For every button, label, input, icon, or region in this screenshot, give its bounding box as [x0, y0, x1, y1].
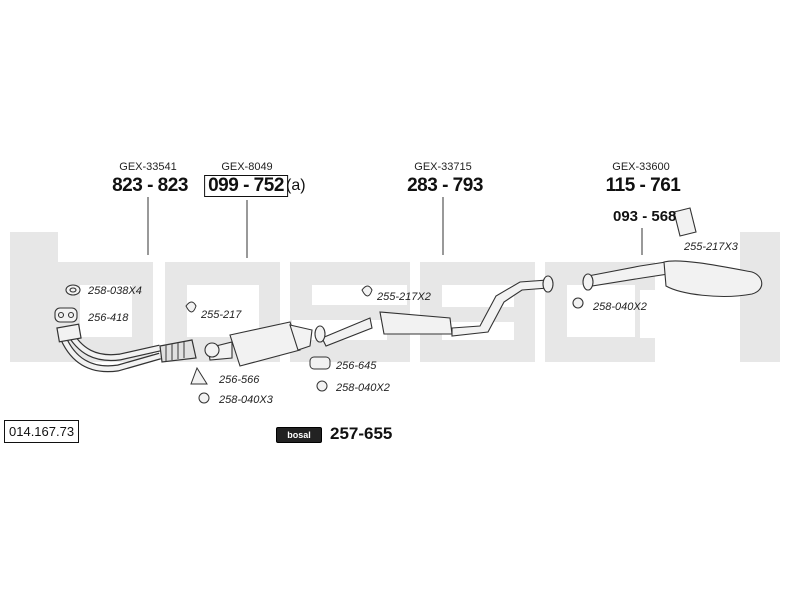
ref-label-6: 255-217X2	[377, 291, 431, 303]
ref-label-1: 258-038X4	[88, 285, 142, 297]
ref-label-5: 258-040X3	[219, 394, 273, 406]
part-number-2[interactable]: 099 - 752	[204, 175, 288, 197]
ref-label-2: 256-418	[88, 312, 129, 324]
catalytic-converter-part[interactable]	[204, 321, 313, 367]
leader-lines	[147, 197, 643, 258]
ref-label-9: 255-217X3	[684, 241, 738, 253]
rear-silencer-part[interactable]	[572, 207, 763, 309]
ref-label-4: 256-566	[219, 374, 260, 386]
catalog-number: 014.167.73	[4, 420, 80, 443]
kit-number[interactable]: 257-655	[330, 424, 393, 443]
part-number-1[interactable]: 823 - 823	[112, 175, 188, 196]
part-number-3[interactable]: 283 - 793	[407, 175, 483, 196]
part-number-4[interactable]: 115 - 761	[605, 175, 681, 196]
gex-label-2: GEX-8049	[221, 161, 273, 173]
middle-silencer-part[interactable]	[314, 275, 554, 347]
gex-label-1: GEX-33541	[119, 161, 177, 173]
ref-label-7: 256-645	[336, 360, 377, 372]
front-pipe-part[interactable]	[56, 323, 197, 373]
part-suffix-2: (a)	[286, 177, 306, 194]
part-number-secondary[interactable]: 093 - 568	[613, 208, 677, 225]
kit-badge: bosal	[276, 427, 322, 443]
gex-label-4: GEX-33600	[612, 161, 670, 173]
gasket-icon	[54, 284, 81, 323]
ref-label-10: 258-040X2	[593, 301, 647, 313]
gex-label-3: GEX-33715	[414, 161, 472, 173]
ref-label-8: 258-040X2	[336, 382, 390, 394]
ref-label-3: 255-217	[201, 309, 242, 321]
clamp-icon	[185, 301, 210, 404]
clamp-icon-2	[309, 285, 373, 392]
